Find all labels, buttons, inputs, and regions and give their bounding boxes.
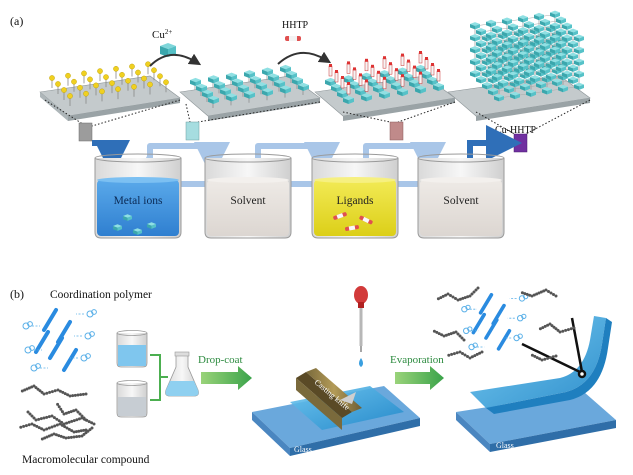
panel-a-label: (a) — [10, 14, 23, 28]
zoom-lines — [44, 99, 591, 137]
glass-label-right: Glass — [496, 441, 514, 450]
arrow-into-metal — [92, 140, 130, 176]
coordination-polymer-label: Coordination polymer — [50, 289, 152, 301]
beaker-small-bottom — [116, 380, 148, 418]
evaporation-label: Evaporation — [390, 354, 444, 366]
coordination-polymer-icon — [22, 308, 97, 372]
dispersed-polymer-icon — [432, 286, 576, 362]
macromolecular-compound-label: Macromolecular compound — [22, 454, 150, 466]
arrow-step-2 — [277, 51, 332, 65]
chip-cu — [185, 121, 200, 141]
beaker-small-top — [116, 330, 148, 368]
beaker-2: Solvent — [204, 153, 292, 239]
chip-bare — [78, 122, 93, 142]
drop-coat-arrow — [201, 366, 252, 390]
arrow-step-1 — [149, 53, 202, 67]
push-arrow — [340, 392, 356, 404]
pipette-icon — [354, 286, 368, 367]
substrate-cu — [179, 64, 321, 121]
panel-b-label: (b) — [10, 287, 24, 301]
cu-label: Cu2+ — [152, 28, 172, 41]
beaker-label-4: Solvent — [443, 195, 479, 207]
peeled-film — [470, 316, 612, 414]
beaker-label-2: Solvent — [230, 195, 266, 207]
glass-plate-right — [456, 392, 616, 452]
glass-label-left: Glass — [294, 445, 312, 454]
combine-bracket — [150, 354, 168, 401]
beaker-4: Solvent — [417, 153, 505, 239]
arrow-out-solvent — [467, 125, 522, 161]
substrate-hhtp — [314, 51, 456, 121]
chip-cu-hhtp — [513, 133, 528, 153]
beaker-label-3: Ligands — [336, 195, 374, 207]
evaporation-arrow — [395, 366, 444, 390]
drop-coat-label: Drop-coat — [198, 354, 243, 366]
macromolecule-chains-icon — [19, 384, 96, 441]
beaker-3: Ligands — [311, 153, 399, 239]
substrate-cu-hhtp — [447, 10, 591, 121]
beaker-label-1: Metal ions — [114, 195, 163, 207]
beaker-1: Metal ions — [94, 153, 182, 239]
cu-ion-icon — [160, 43, 176, 57]
flask-icon — [165, 351, 199, 397]
substrate-bare — [39, 61, 181, 121]
chip-ligand — [389, 121, 404, 141]
hhtp-ligand-icon — [285, 36, 301, 41]
hhtp-label: HHTP — [282, 20, 309, 31]
